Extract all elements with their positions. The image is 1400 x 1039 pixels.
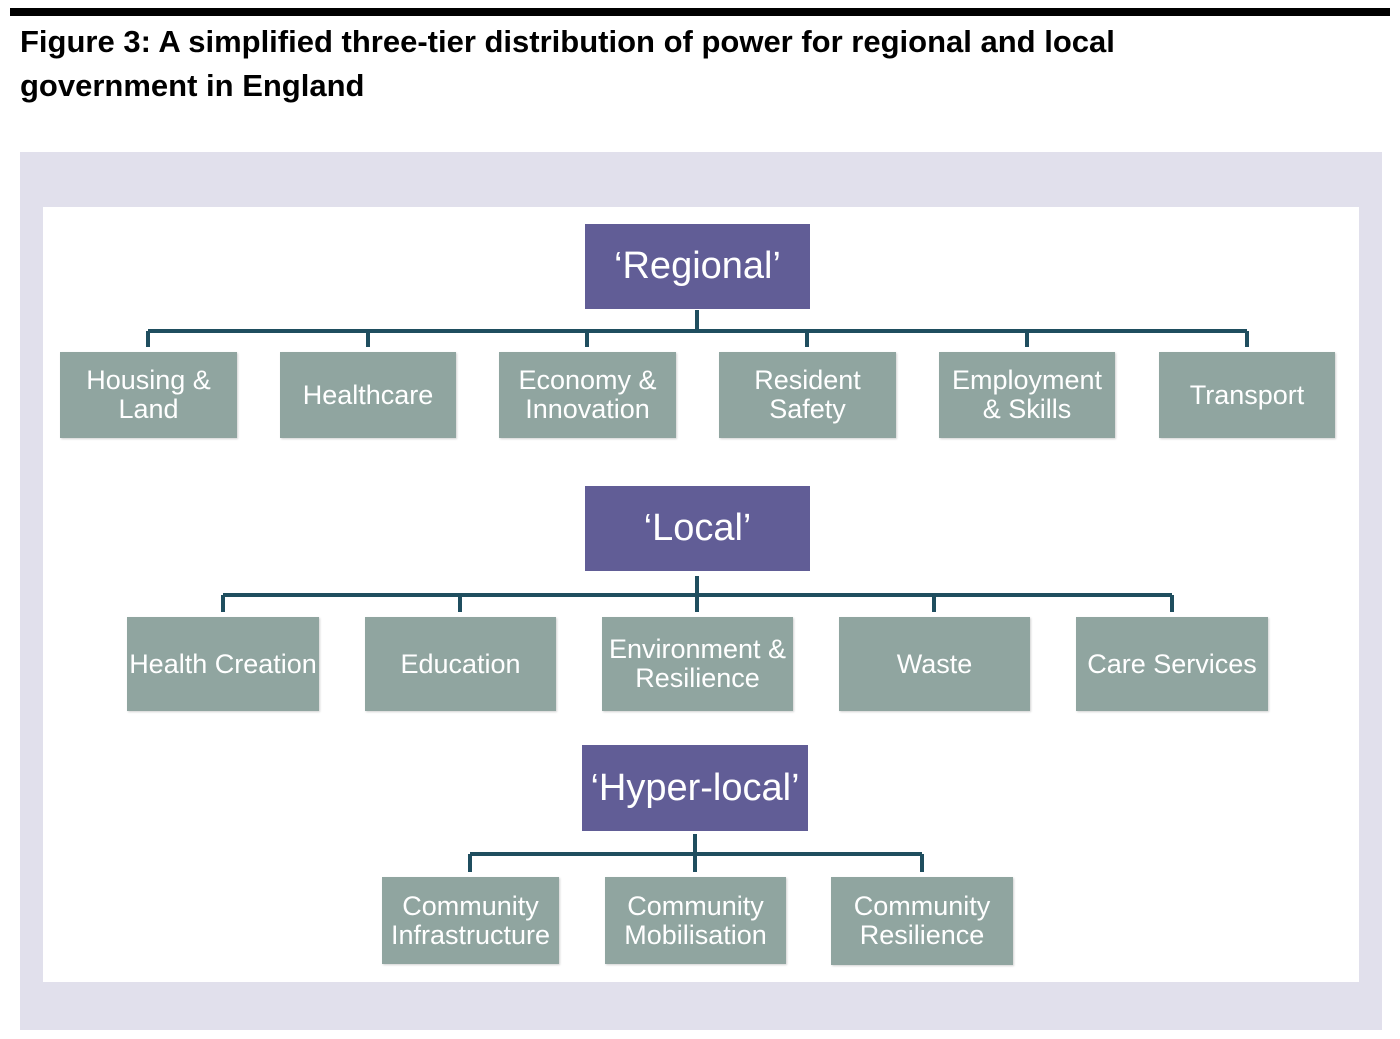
node-healthcare: Healthcare bbox=[280, 352, 456, 438]
node-community-mobilisation: Community Mobilisation bbox=[605, 877, 786, 964]
node-waste: Waste bbox=[839, 617, 1030, 711]
node-health-creation: Health Creation bbox=[127, 617, 319, 711]
node-community-infrastructure: Community Infrastructure bbox=[382, 877, 559, 964]
node-resident-safety: Resident Safety bbox=[719, 352, 896, 438]
top-rule bbox=[10, 8, 1390, 16]
node-education: Education bbox=[365, 617, 556, 711]
tier-header-regional: ‘Regional’ bbox=[585, 224, 810, 309]
tier-header-hyper-local: ‘Hyper-local’ bbox=[582, 745, 808, 831]
node-community-resilience: Community Resilience bbox=[831, 877, 1013, 965]
node-transport: Transport bbox=[1159, 352, 1335, 438]
node-care-services: Care Services bbox=[1076, 617, 1268, 711]
node-housing-land: Housing & Land bbox=[60, 352, 237, 438]
figure-title: Figure 3: A simplified three-tier distri… bbox=[20, 24, 1115, 103]
node-employment-skills: Employment & Skills bbox=[939, 352, 1115, 438]
node-environment-resilience: Environment & Resilience bbox=[602, 617, 793, 711]
node-economy-innovation: Economy & Innovation bbox=[499, 352, 676, 438]
tier-header-local: ‘Local’ bbox=[585, 486, 810, 571]
